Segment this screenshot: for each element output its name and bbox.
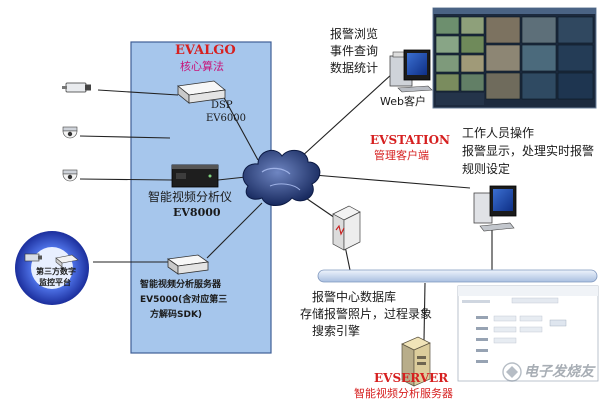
connection-lines: [79, 73, 493, 341]
watermark-text: 电子发烧友: [524, 364, 594, 380]
analysis-server-label-3: 方解码SDK): [150, 310, 203, 320]
dsp-label-2: EV6000: [206, 113, 246, 124]
evstation-desc-2: 报警显示，处理实时报警: [462, 144, 595, 158]
third-party-label-2: 监控平台: [39, 278, 71, 287]
dsp-label-1: DSP: [211, 100, 233, 111]
evstation-desc-3: 规则设定: [462, 162, 511, 176]
database-server-icon: [332, 205, 361, 251]
dome-camera-icon-1: [62, 126, 78, 139]
analyzer-label-2: EV8000: [173, 206, 221, 219]
evstation-pc-icon: [473, 185, 517, 232]
evserver-subtitle: 智能视频分析服务器: [354, 387, 453, 400]
monitoring-screen-image: [432, 7, 597, 109]
web-client-pc-icon: [389, 49, 433, 93]
analyzer-label-1: 智能视频分析仪: [148, 190, 233, 204]
evstation-subtitle: 管理客户端: [374, 149, 429, 162]
analyzer-device-icon: [171, 164, 219, 188]
software-screenshot-image: [457, 285, 599, 382]
evstation-name: EVSTATION: [370, 133, 451, 147]
web-feature-3: 数据统计: [330, 61, 379, 75]
web-client-label: Web客户: [380, 95, 426, 108]
evserver-name: EVSERVER: [374, 371, 449, 385]
third-party-platform: [15, 231, 89, 305]
ring-camera-icon: [24, 253, 42, 262]
analysis-server-icon: [166, 254, 210, 275]
bullet-camera-icon: [62, 82, 91, 93]
third-party-label-1: 第三方数字: [36, 267, 76, 276]
evstation-desc-1: 工作人员操作: [462, 126, 535, 140]
web-feature-1: 报警浏览: [330, 27, 379, 41]
network-bus: [317, 269, 598, 283]
web-feature-2: 事件查询: [330, 44, 379, 58]
analysis-server-label-1: 智能视频分析服务器: [140, 280, 222, 290]
core-name: EVALGO: [175, 43, 236, 58]
watermark-logo-icon: [502, 362, 522, 382]
ring-decoder-icon: [55, 254, 79, 268]
network-cloud-icon: [242, 149, 321, 206]
dome-camera-icon-2: [62, 169, 78, 182]
database-label-3: 搜索引擎: [312, 324, 361, 338]
database-label-1: 报警中心数据库: [312, 290, 397, 304]
core-subtitle: 核心算法: [180, 60, 224, 73]
database-label-2: 存储报警照片，过程录象: [300, 307, 433, 321]
evserver-tower-icon: [401, 336, 431, 387]
dsp-device-icon: [177, 80, 226, 104]
analysis-server-label-2: EV5000(含对应第三: [140, 295, 228, 305]
